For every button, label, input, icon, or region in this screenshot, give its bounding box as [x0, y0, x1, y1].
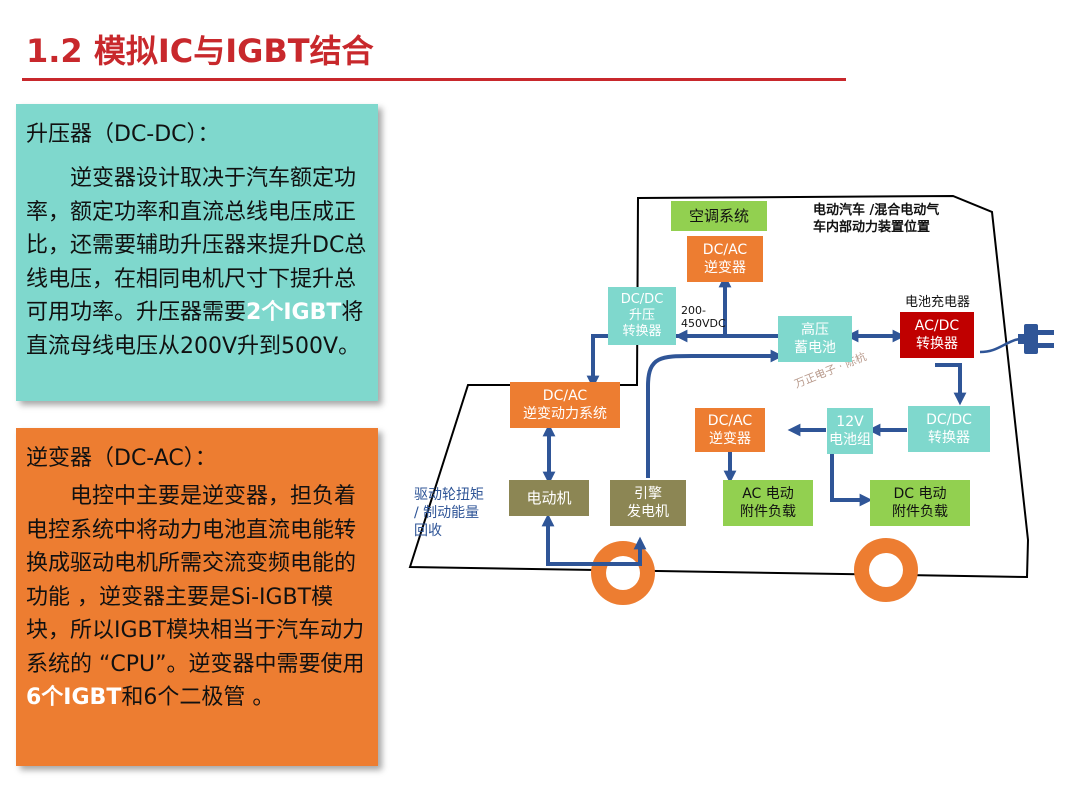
dc-load-line1: DC 电动: [893, 486, 947, 502]
arrow-12v-to-dc-load: [830, 453, 873, 507]
dcac-drive-line1: DC/AC: [542, 388, 588, 404]
dcac-small-box: DC/AC 逆变器: [695, 408, 765, 452]
hv-battery-line1: 高压: [801, 322, 829, 338]
arrow-acdc-to-dcdc: [935, 363, 967, 406]
motor-box: 电动机: [509, 480, 589, 516]
ev-powertrain-diagram: 电动汽车 /混合电动气 车内部动力装置位置 电池充电器 200- 450VDC …: [400, 190, 1080, 630]
voltage-label-line2: 450VDC: [681, 317, 726, 330]
arrow-motor-wheel-loop: [541, 513, 647, 566]
dcac-small-line2: 逆变器: [708, 431, 751, 447]
dcdc-boost-line2: 升压: [628, 308, 655, 323]
inverter-panel-heading: 逆变器（DC-AC）：: [26, 446, 217, 471]
dcdc-right-line1: DC/DC: [926, 412, 972, 428]
slide-title: 1.2 模拟IC与IGBT结合: [26, 32, 374, 70]
ac-load-line1: AC 电动: [742, 486, 794, 502]
dc-load-line2: 附件负载: [892, 504, 948, 520]
diagram-caption-line2: 车内部动力装置位置: [813, 220, 931, 235]
boost-converter-panel: 升压器（DC-DC）： 逆变器设计取决于汽车额定功率，额定功率和直流总线电压成正…: [16, 104, 378, 401]
dc-load-box: DC 电动附件负载: [870, 480, 970, 526]
inverter-panel-highlight: 6个IGBT: [26, 685, 122, 710]
regen-label-line3: 回收: [414, 523, 442, 539]
boost-panel-body: 逆变器设计取决于汽车额定功率，额定功率和直流总线电压成正比，还需要辅助升压器来提…: [26, 162, 372, 363]
generator-box: 引擎发电机: [610, 480, 686, 526]
ac-load-line2: 附件负载: [740, 504, 796, 520]
hv-battery-line2: 蓄电池: [794, 340, 836, 356]
arrow-generator-to-hv: [646, 349, 784, 478]
regen-label: 驱动轮扭矩 / 制动能量 回收: [414, 486, 484, 540]
dcdc-boost-line1: DC/DC: [620, 292, 664, 307]
acdc-line2: 转换器: [915, 336, 958, 352]
dcdc-right-box: DC/DC 转换器: [908, 406, 990, 452]
diagram-caption-line1: 电动汽车 /混合电动气: [813, 203, 940, 218]
boost-panel-highlight: 2个IGBT: [246, 300, 342, 325]
ac-load-box: AC 电动附件负载: [723, 480, 813, 526]
title-underline: [22, 78, 846, 81]
diagram-drawing: [408, 194, 1054, 605]
dcac-top-box: DC/AC 逆变器: [687, 236, 763, 282]
inverter-panel-text-1: 电控中主要是逆变器，担负着电控系统中将动力电池直流电能转换成驱动电机所需交流变频…: [26, 484, 365, 677]
inverter-panel-body: 电控中主要是逆变器，担负着电控系统中将动力电池直流电能转换成驱动电机所需交流变频…: [26, 480, 372, 715]
inverter-panel: 逆变器（DC-AC）： 电控中主要是逆变器，担负着电控系统中将动力电池直流电能转…: [16, 428, 378, 766]
dcdc-boost-line3: 转换器: [622, 324, 662, 339]
dcac-top-line1: DC/AC: [702, 242, 748, 258]
boost-panel-heading: 升压器（DC-DC）：: [26, 122, 220, 147]
regen-label-line1: 驱动轮扭矩: [414, 487, 484, 503]
rear-wheel-icon: [591, 541, 655, 605]
aircon-box: 空调系统: [671, 201, 767, 231]
boost-panel-text-2: 将直流母线电压从200V升到500V。: [26, 300, 364, 359]
acdc-converter-box: AC/DC 转换器: [900, 312, 974, 358]
charger-label: 电池充电器: [905, 295, 971, 310]
generator-line1: 引擎: [634, 486, 662, 502]
dcdc-right-line2: 转换器: [927, 430, 970, 446]
voltage-label-line1: 200-: [681, 304, 706, 317]
boost-panel-text-1: 逆变器设计取决于汽车额定功率，额定功率和直流总线电压成正比，还需要辅助升压器来提…: [26, 166, 367, 325]
voltage-label: 200- 450VDC: [681, 304, 726, 330]
regen-label-line2: / 制动能量: [414, 505, 480, 521]
battery-12v-line2: 电池组: [829, 432, 871, 448]
front-wheel-icon: [854, 538, 918, 602]
generator-line2: 发电机: [627, 504, 669, 520]
hv-battery-box: 高压蓄电池: [778, 316, 852, 362]
battery-12v-box: 12V 电池组: [827, 408, 873, 454]
dcac-top-line2: 逆变器: [703, 260, 746, 276]
power-plug-icon: [979, 324, 1054, 354]
dcac-drive-line2: 逆变动力系统: [523, 406, 607, 422]
diagram-caption: 电动汽车 /混合电动气 车内部动力装置位置: [813, 202, 939, 236]
inverter-panel-text-2: 和6个二极管 。: [121, 685, 275, 710]
battery-12v-line1: 12V: [836, 414, 864, 430]
acdc-line1: AC/DC: [914, 318, 960, 334]
dcac-small-line1: DC/AC: [707, 413, 753, 429]
dcac-drive-box: DC/AC 逆变动力系统: [510, 382, 620, 428]
